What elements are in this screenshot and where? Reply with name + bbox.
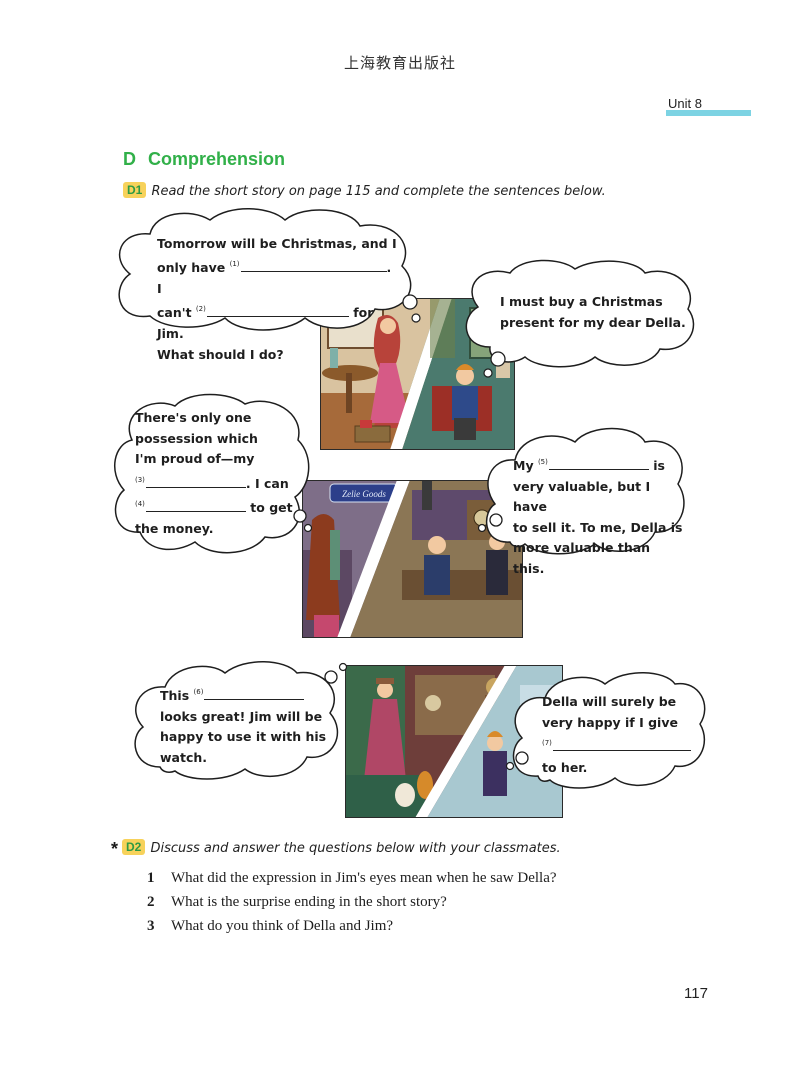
speech-bubble-4: My (5) is very valuable, but I have to s… [513,452,683,579]
answer-blank-7[interactable] [552,738,691,751]
illustration-panel-3 [345,665,563,818]
bubble-1-line-3: can't (2) for Jim. [157,304,374,341]
d2-badge: D2 [122,839,146,855]
shop-sign-text: Zelie Goods [342,489,386,499]
speech-bubble-6: Della will surely be very happy if I giv… [542,692,702,778]
bubble-4-line-4: more valuable than this. [513,540,651,576]
speech-bubble-1: Tomorrow will be Christmas, and I only h… [157,233,397,365]
answer-blank-1[interactable] [240,259,387,272]
bubble-6-line-2: very happy if I give [542,714,678,730]
bubble-6-line-3: (7) [542,733,702,758]
d1-instruction-row: D1 Read the short story on page 115 and … [123,180,606,199]
bubble-3-line-4: (3). I can [135,475,289,491]
blank-number-5: (5) [537,458,548,466]
bubble-3-line-3: I'm proud of—my [135,451,255,466]
blank-number-6: (6) [193,688,204,696]
speech-bubble-5: This (6) looks great! Jim will be happy … [160,682,330,768]
bubble-3-line-5: (4) to get [135,499,293,515]
section-title: D Comprehension [123,149,285,170]
speech-bubble-3-shape [114,393,313,554]
blank-number-4: (4) [135,500,145,508]
bubble-5-line-2: looks great! Jim will be [160,708,323,724]
speech-bubble-2: I must buy a Christmas present for my de… [500,291,690,333]
bubble-4-line-3: to sell it. To me, Della is [513,519,683,535]
blank-number-7: (7) [542,739,552,747]
answer-blank-4[interactable] [145,499,246,512]
d1-badge: D1 [123,182,147,198]
answer-blank-3[interactable] [145,475,246,488]
blank-number-3: (3) [135,475,145,484]
speech-bubble-4-shape [477,427,685,555]
bubble-3-line-6: the money. [135,520,214,536]
bubble-5-line-1: This (6) [160,682,330,707]
d2-instruction-row: *D2 Discuss and answer the questions bel… [111,837,561,860]
bubble-1-line-4: What should I do? [157,347,284,362]
bubble-2-line-1: I must buy a Christmas [500,294,663,309]
bubble-3-line-2: possession which [135,430,258,446]
answer-blank-2[interactable] [206,304,349,317]
d2-instruction: Discuss and answer the questions below w… [150,841,561,856]
answer-blank-6[interactable] [204,687,305,700]
answer-blank-5[interactable] [548,457,649,470]
unit-color-bar [666,110,751,116]
bubble-5-line-4: watch. [160,749,208,765]
optional-star-icon: * [111,839,119,859]
bubble-2-line-2: present for my dear Della. [500,315,686,330]
bubble-6-line-4: to her. [542,759,588,775]
publisher-name: 上海教育出版社 [343,54,456,72]
blank-number-2: (2) [195,305,206,313]
unit-label: Unit 8 [668,96,702,111]
bubble-1-line-2: only have (1). I [157,259,392,296]
speech-bubble-2-shape [465,259,695,378]
bubble-3-line-1: There's only one [135,410,252,425]
d1-instruction: Read the short story on page 115 and com… [151,184,606,199]
speech-bubble-5-shape [134,661,348,780]
bubble-4-line-1: My (5) is [513,457,665,473]
speech-bubble-3: There's only one possession which I'm pr… [135,408,305,539]
blank-number-1: (1) [229,260,240,268]
bubble-6-line-1: Della will surely be [542,694,677,709]
bubble-5-line-3: happy to use it with his [160,729,327,744]
speech-bubble-1-shape [118,208,421,331]
speech-bubble-6-shape [505,672,706,789]
page-number: 117 [684,985,708,1002]
section-name: Comprehension [148,149,286,169]
bubble-1-line-1: Tomorrow will be Christmas, and I [157,236,397,251]
section-letter: D [123,149,136,169]
illustration-panel-2: Zelie Goods [302,480,523,638]
bubble-4-line-2: very valuable, but I have [513,478,651,515]
